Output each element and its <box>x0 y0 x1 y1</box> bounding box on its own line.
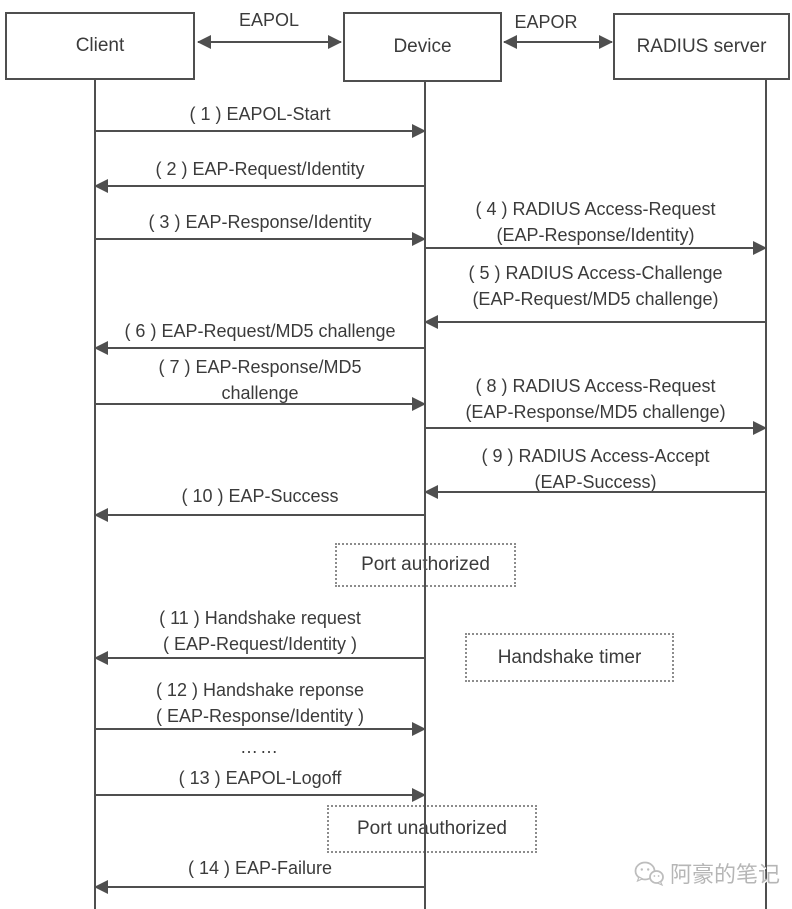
actor-label-device: Device <box>393 36 452 57</box>
message-7-line-1: ( 7 ) EAP-Response/MD5 <box>158 357 362 377</box>
message-10-arrow-device-to-client <box>94 508 425 522</box>
message-7-line-2: challenge <box>221 382 299 403</box>
note-port-unauthorized: Port unauthorized <box>327 805 537 853</box>
message-8-label: ( 8 ) RADIUS Access-Request (EAP-Respons… <box>425 374 766 425</box>
message-11-line-1: ( 11 ) Handshake request <box>159 608 361 628</box>
message-14-line-1: ( 14 ) EAP-Failure <box>187 858 333 878</box>
link-label-eapor: EAPOR <box>514 12 578 32</box>
lifeline-radius-server <box>765 80 767 909</box>
actor-box-radius-server: RADIUS server <box>613 13 790 80</box>
message-8-line-1: ( 8 ) RADIUS Access-Request <box>475 376 716 396</box>
note-handshake-timer-label: Handshake timer <box>497 646 642 668</box>
message-5-label: ( 5 ) RADIUS Access-Challenge (EAP-Reque… <box>425 261 766 312</box>
message-8-line-2: (EAP-Response/MD5 challenge) <box>465 401 726 422</box>
message-4-line-2: (EAP-Response/Identity) <box>496 224 695 245</box>
message-12-line-2: ( EAP-Response/Identity ) <box>155 705 365 726</box>
message-12-label: ( 12 ) Handshake reponse ( EAP-Response/… <box>95 678 425 729</box>
message-2-arrow-device-to-client <box>94 179 425 193</box>
link-arrow-eapol <box>197 35 342 49</box>
message-4-arrow-device-to-radius <box>425 241 767 255</box>
message-3-label: ( 3 ) EAP-Response/Identity <box>95 210 425 236</box>
message-12-arrow-client-to-device <box>95 722 426 736</box>
message-6-label: ( 6 ) EAP-Request/MD5 challenge <box>95 319 425 345</box>
link-arrow-eapor <box>503 35 613 49</box>
watermark: 阿豪的笔记 <box>634 857 780 889</box>
message-12-line-1: ( 12 ) Handshake reponse <box>155 680 365 700</box>
message-4-line-1: ( 4 ) RADIUS Access-Request <box>475 199 716 219</box>
actor-box-device: Device <box>343 12 502 82</box>
note-handshake-timer: Handshake timer <box>465 633 674 682</box>
message-4-label: ( 4 ) RADIUS Access-Request (EAP-Respons… <box>425 197 766 248</box>
message-7-arrow-client-to-device <box>95 397 426 411</box>
note-port-unauthorized-label: Port unauthorized <box>357 818 507 839</box>
message-7-label: ( 7 ) EAP-Response/MD5 challenge <box>95 355 425 406</box>
omitted-messages-ellipsis: …… <box>240 737 280 757</box>
message-3-arrow-client-to-device <box>95 232 426 246</box>
message-5-arrow-radius-to-device <box>424 315 766 329</box>
message-14-arrow-device-to-client <box>94 880 425 894</box>
message-11-line-2: ( EAP-Request/Identity ) <box>162 633 358 654</box>
message-10-line-1: ( 10 ) EAP-Success <box>181 486 339 506</box>
lifeline-client <box>94 80 96 909</box>
message-6-line-1: ( 6 ) EAP-Request/MD5 challenge <box>124 321 396 341</box>
message-5-line-1: ( 5 ) RADIUS Access-Challenge <box>468 263 723 283</box>
actor-label-radius-server: RADIUS server <box>636 35 767 57</box>
message-3-line-1: ( 3 ) EAP-Response/Identity <box>148 212 372 232</box>
message-9-arrow-radius-to-device <box>424 485 766 499</box>
message-1-arrow-client-to-device <box>95 124 426 138</box>
message-2-line-1: ( 2 ) EAP-Request/Identity <box>155 159 365 179</box>
link-label-eapol: EAPOL <box>238 10 300 30</box>
watermark-text: 阿豪的笔记 <box>670 862 781 887</box>
message-1-label: ( 1 ) EAPOL-Start <box>95 102 425 128</box>
message-6-arrow-device-to-client <box>94 341 425 355</box>
message-1-line-1: ( 1 ) EAPOL-Start <box>189 104 331 124</box>
message-13-arrow-client-to-device <box>95 788 426 802</box>
chat-bubbles-icon <box>634 861 664 886</box>
message-11-arrow-device-to-client <box>94 651 425 665</box>
message-9-line-2: (EAP-Success) <box>534 471 657 492</box>
actor-label-client: Client <box>75 35 125 56</box>
message-13-line-1: ( 13 ) EAPOL-Logoff <box>178 768 342 788</box>
message-2-label: ( 2 ) EAP-Request/Identity <box>95 157 425 183</box>
message-11-label: ( 11 ) Handshake request ( EAP-Request/I… <box>95 606 425 657</box>
message-9-line-1: ( 9 ) RADIUS Access-Accept <box>481 446 710 466</box>
message-14-label: ( 14 ) EAP-Failure <box>95 856 425 882</box>
message-8-arrow-device-to-radius <box>425 421 767 435</box>
message-9-label: ( 9 ) RADIUS Access-Accept (EAP-Success) <box>425 444 766 495</box>
message-10-label: ( 10 ) EAP-Success <box>95 484 425 510</box>
message-13-label: ( 13 ) EAPOL-Logoff <box>95 766 425 792</box>
actor-box-client: Client <box>5 12 195 80</box>
message-5-line-2: (EAP-Request/MD5 challenge) <box>472 288 719 309</box>
